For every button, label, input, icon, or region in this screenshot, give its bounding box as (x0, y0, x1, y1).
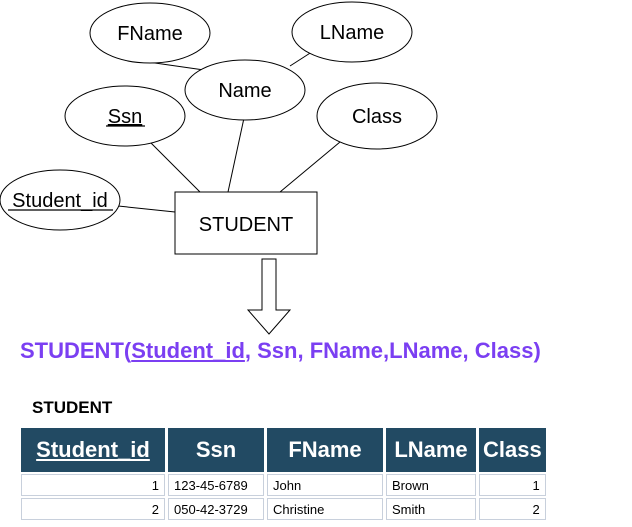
schema-primary-key: Student_id (131, 338, 245, 363)
connector-class-student (279, 141, 341, 193)
table-header-row: Student_id Ssn FName LName Class (21, 428, 546, 472)
connector-studentid-student (117, 205, 176, 213)
cell-student-id: 1 (21, 474, 165, 496)
attribute-ssn-ellipse (64, 85, 186, 147)
cell-ssn: 050-42-3729 (168, 498, 264, 520)
column-header-ssn: Ssn (168, 428, 264, 472)
cell-fname: Christine (267, 498, 383, 520)
connector-ssn-student (149, 141, 201, 193)
er-diagram: FName LName Name Ssn Class Student_id ST… (0, 1, 438, 335)
cell-student-id: 2 (21, 498, 165, 520)
connector-name-student (227, 117, 245, 193)
attribute-name-label: Name (218, 80, 271, 102)
cell-class: 1 (479, 474, 546, 496)
schema-open-paren: ( (123, 338, 132, 363)
attribute-class-ellipse (316, 82, 438, 150)
attribute-fname-ellipse (89, 2, 211, 64)
table-row: 2 050-42-3729 Christine Smith 2 (21, 498, 546, 520)
schema-attribute-list: , Ssn, FName,LName, Class) (244, 338, 541, 363)
entity-student-label: STUDENT (199, 214, 293, 236)
attribute-name-ellipse (184, 59, 306, 121)
attribute-studentid-ellipse (0, 169, 121, 231)
cell-lname: Smith (386, 498, 476, 520)
attribute-lname-label: LName (320, 22, 384, 44)
cell-lname: Brown (386, 474, 476, 496)
table-title: STUDENT (32, 398, 113, 417)
cell-class: 2 (479, 498, 546, 520)
attribute-studentid-label: Student_id (12, 190, 108, 212)
schema-relation-name: STUDENT (20, 338, 124, 363)
entity-student-box (174, 191, 318, 255)
attribute-lname-ellipse (291, 1, 413, 63)
column-header-fname: FName (267, 428, 383, 472)
cell-ssn: 123-45-6789 (168, 474, 264, 496)
table-row: 1 123-45-6789 John Brown 1 (21, 474, 546, 496)
cell-fname: John (267, 474, 383, 496)
attribute-fname-label: FName (117, 23, 183, 45)
relation-schema: STUDENT(Student_id, Ssn, FName,LName, Cl… (20, 338, 541, 364)
attribute-ssn-label: Ssn (108, 106, 142, 128)
column-header-class: Class (479, 428, 546, 472)
student-table: Student_id Ssn FName LName Class 1 123-4… (18, 426, 549, 522)
column-header-student-id: Student_id (21, 428, 165, 472)
down-arrow-icon (246, 258, 292, 335)
column-header-lname: LName (386, 428, 476, 472)
attribute-class-label: Class (352, 106, 402, 128)
